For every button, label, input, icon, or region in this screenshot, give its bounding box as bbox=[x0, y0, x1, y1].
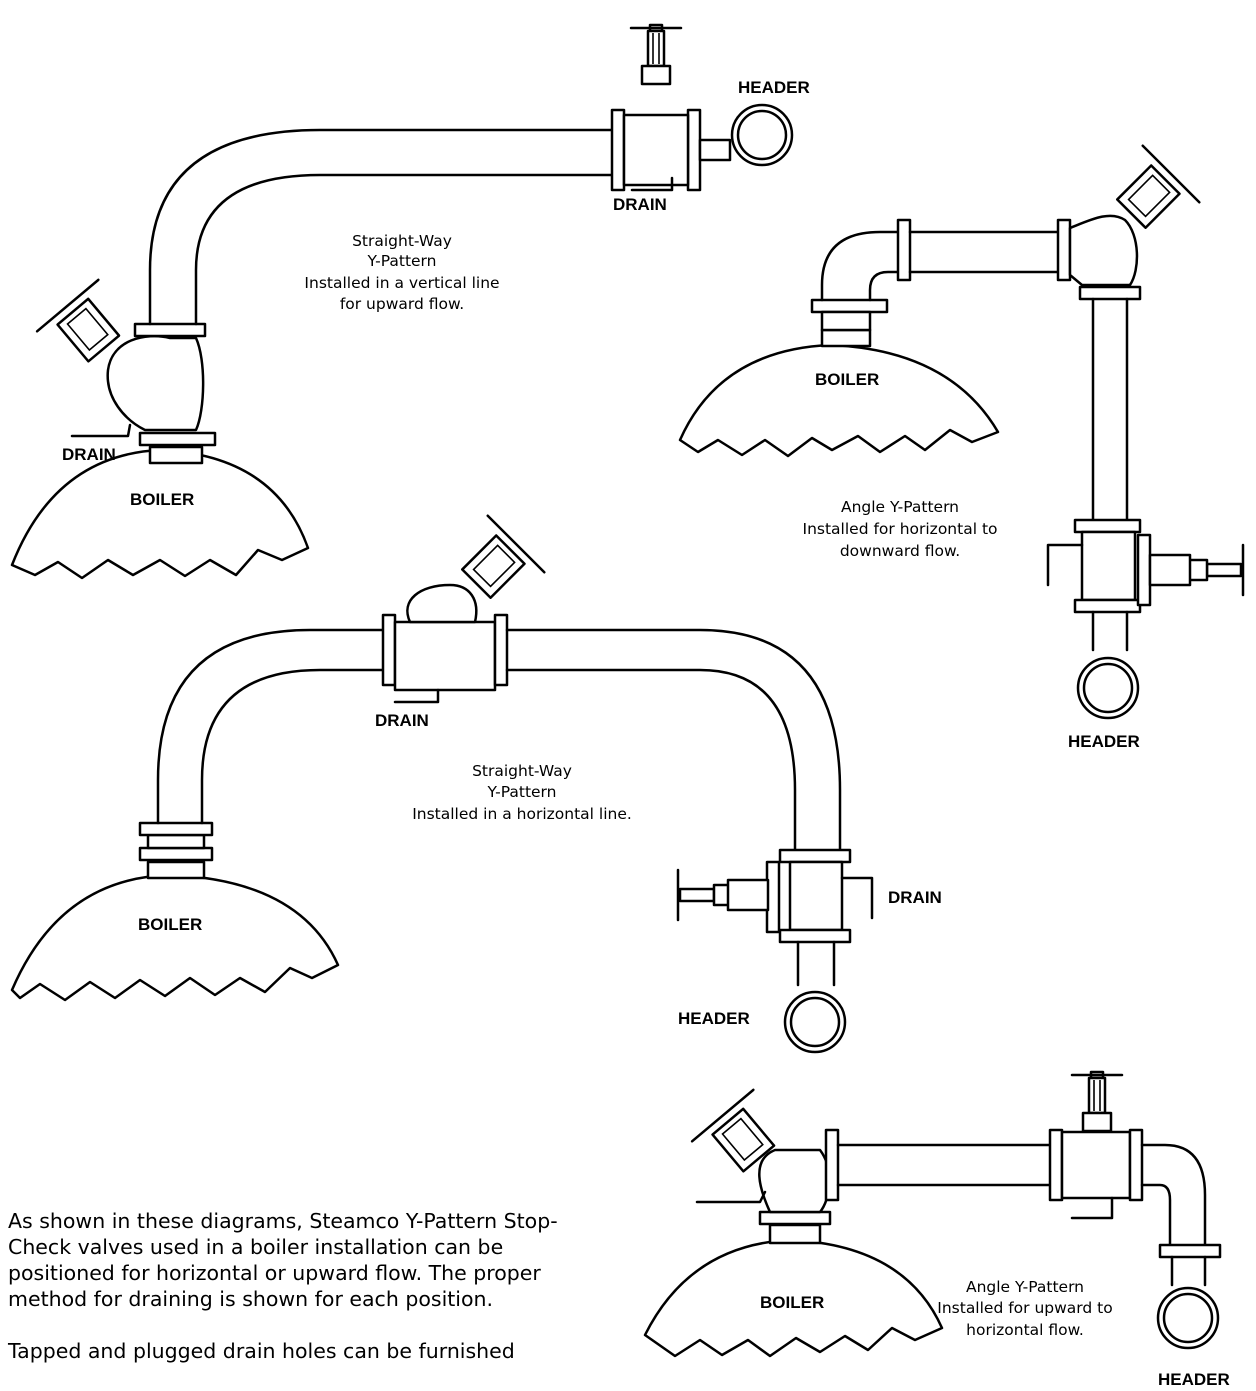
caption: Angle Y-Pattern Installed for upward to … bbox=[937, 1278, 1112, 1339]
header-label: HEADER bbox=[738, 78, 810, 97]
svg-text:Y-Pattern: Y-Pattern bbox=[487, 783, 557, 801]
header-label: HEADER bbox=[1068, 732, 1140, 751]
svg-text:Straight-Way: Straight-Way bbox=[472, 762, 572, 780]
svg-text:Installed for horizontal to: Installed for horizontal to bbox=[803, 520, 998, 538]
svg-text:Angle Y-Pattern: Angle Y-Pattern bbox=[966, 1278, 1084, 1296]
description-paragraph: Tapped and plugged drain holes can be fu… bbox=[8, 1339, 515, 1363]
header-label: HEADER bbox=[1158, 1370, 1230, 1389]
drain-label: DRAIN bbox=[888, 888, 942, 907]
header-label: HEADER bbox=[678, 1009, 750, 1028]
boiler-label: BOILER bbox=[130, 490, 194, 509]
svg-text:for upward flow.: for upward flow. bbox=[340, 295, 464, 313]
boiler-shape bbox=[10, 448, 310, 580]
caption: Straight-Way Y-Pattern Installed in a ve… bbox=[304, 232, 499, 313]
svg-text:Installed in a vertical line: Installed in a vertical line bbox=[304, 274, 499, 292]
boiler-label: BOILER bbox=[760, 1293, 824, 1312]
boiler-label: BOILER bbox=[815, 370, 879, 389]
boiler-label: BOILER bbox=[138, 915, 202, 934]
drain-label: DRAIN bbox=[613, 195, 667, 214]
diagram-angle-upward-to-horizontal: BOILER HEADER Angle Y-Pattern Installed … bbox=[643, 1070, 1230, 1389]
drain-label: DRAIN bbox=[62, 445, 116, 464]
svg-text:Installed in a horizontal line: Installed in a horizontal line. bbox=[412, 805, 632, 823]
boiler-shape bbox=[643, 1238, 944, 1358]
svg-text:downward flow.: downward flow. bbox=[840, 542, 960, 560]
svg-text:horizontal flow.: horizontal flow. bbox=[966, 1321, 1084, 1339]
boiler-shape bbox=[10, 873, 340, 1002]
diagram-straight-way-vertical: HEADER DRAIN DRAIN BOILER Straight-Way Y… bbox=[10, 23, 810, 580]
description-text: As shown in these diagrams, Steamco Y-Pa… bbox=[8, 1208, 608, 1390]
boiler-shape bbox=[678, 343, 1000, 458]
caption: Angle Y-Pattern Installed for horizontal… bbox=[803, 498, 998, 560]
diagram-straight-way-horizontal: DRAIN DRAIN BOILER HEADER Straight-Way Y… bbox=[10, 514, 942, 1054]
svg-text:Y-Pattern: Y-Pattern bbox=[367, 252, 437, 270]
svg-text:Installed for upward to: Installed for upward to bbox=[937, 1299, 1112, 1317]
diagram-angle-horizontal-to-downward: BOILER HEADER Angle Y-Pattern Installed … bbox=[678, 144, 1245, 751]
svg-text:Angle Y-Pattern: Angle Y-Pattern bbox=[841, 498, 959, 516]
svg-text:Straight-Way: Straight-Way bbox=[352, 232, 452, 250]
drain-label: DRAIN bbox=[375, 711, 429, 730]
caption: Straight-Way Y-Pattern Installed in a ho… bbox=[412, 762, 632, 823]
description-paragraph: As shown in these diagrams, Steamco Y-Pa… bbox=[8, 1209, 558, 1311]
